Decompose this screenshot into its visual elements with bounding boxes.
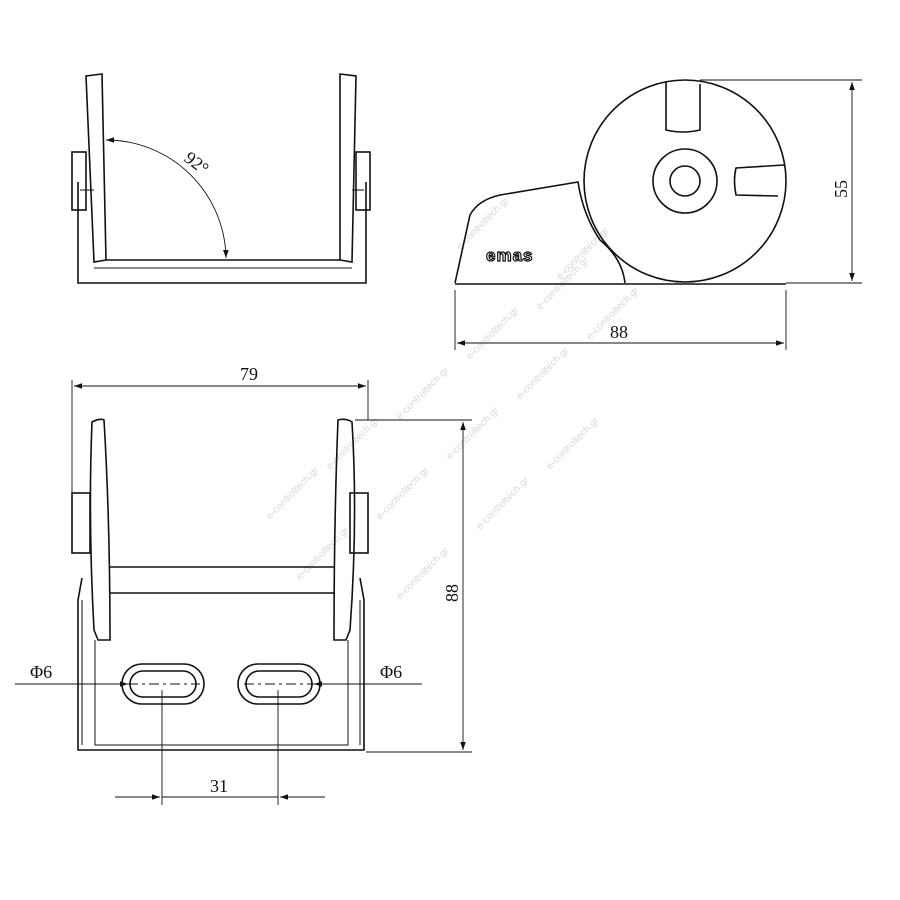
bottom-view: 79 Φ6 Φ6 31 88 xyxy=(15,364,472,805)
hole-left-diameter: Φ6 xyxy=(30,662,52,682)
watermark-text: e-controltech.gr xyxy=(514,345,571,402)
watermark-text: e-controltech.gr xyxy=(374,465,431,522)
watermark-group: e-controltech.gre-controltech.gre-contro… xyxy=(264,195,641,602)
hole-right-diameter: Φ6 xyxy=(380,662,402,682)
front-view: 92° xyxy=(71,73,371,284)
watermark-text: e-controltech.gr xyxy=(464,305,521,362)
watermark-text: e-controltech.gr xyxy=(544,415,601,472)
watermark-text: e-controltech.gr xyxy=(294,525,351,582)
width-dimension-79: 79 xyxy=(240,364,258,384)
watermark-text: e-controltech.gr xyxy=(394,365,451,422)
watermark-text: e-controltech.gr xyxy=(444,405,501,462)
angle-label: 92° xyxy=(181,147,213,178)
height-dimension-55: 55 xyxy=(831,180,851,198)
hole-spacing-dimension-31: 31 xyxy=(210,776,228,796)
length-dimension-88: 88 xyxy=(610,322,628,342)
watermark-text: e-controltech.gr xyxy=(264,465,321,522)
emas-logo: emas xyxy=(486,246,533,265)
watermark-text: e-controltech.gr xyxy=(474,475,531,532)
side-view: emas 55 88 xyxy=(454,79,862,350)
height-dimension-88: 88 xyxy=(442,584,462,602)
